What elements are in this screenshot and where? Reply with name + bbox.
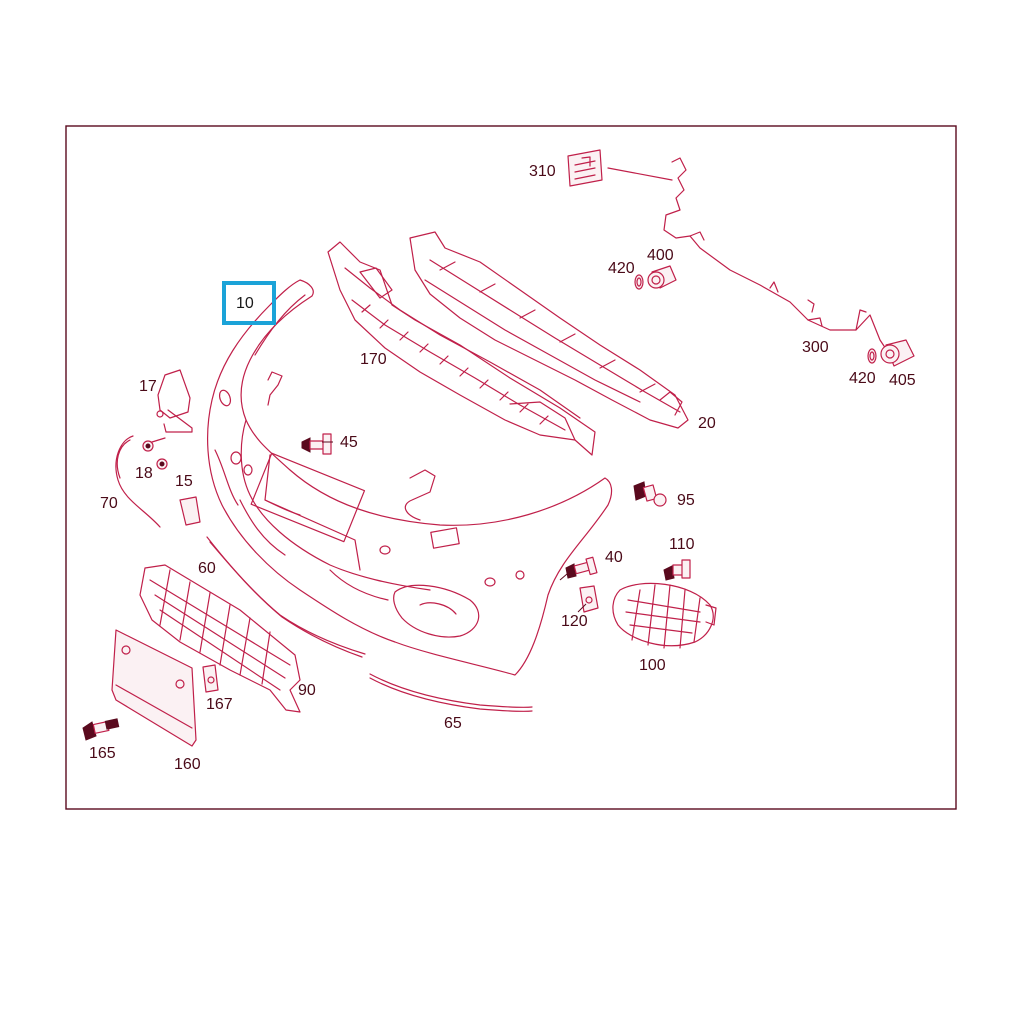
part-45-screw[interactable] (301, 433, 332, 455)
callout-40[interactable]: 40 (605, 549, 623, 566)
callout-10[interactable]: 10 (236, 295, 254, 312)
part-65-strip[interactable] (369, 673, 533, 712)
diagram-frame (65, 125, 957, 810)
part-70-strip[interactable] (115, 435, 161, 528)
part-95-clip[interactable] (633, 481, 667, 507)
callout-310[interactable]: 310 (529, 163, 556, 180)
part-420-ring-right[interactable] (867, 348, 877, 364)
callout-300[interactable]: 300 (802, 339, 829, 356)
callout-45[interactable]: 45 (340, 434, 358, 451)
callout-405[interactable]: 405 (889, 372, 916, 389)
part-300-harness[interactable] (607, 157, 889, 353)
callout-120[interactable]: 120 (561, 613, 588, 630)
callout-70[interactable]: 70 (100, 495, 118, 512)
callout-110[interactable]: 110 (669, 536, 695, 553)
part-167-clip[interactable] (202, 664, 219, 693)
part-165-screw[interactable] (82, 718, 120, 741)
part-170-frame[interactable] (327, 241, 596, 456)
callout-420-left[interactable]: 420 (608, 260, 635, 277)
callout-20[interactable]: 20 (698, 415, 716, 432)
callout-170[interactable]: 170 (360, 351, 387, 368)
part-310-module[interactable] (567, 149, 603, 187)
highlight-box-part-10 (222, 281, 276, 325)
part-160-plate-bracket[interactable] (111, 629, 197, 747)
callout-160[interactable]: 160 (174, 756, 201, 773)
callout-65[interactable]: 65 (444, 715, 462, 732)
callout-167[interactable]: 167 (206, 696, 233, 713)
callout-95[interactable]: 95 (677, 492, 695, 509)
leader-lines (322, 441, 587, 613)
part-400-sensor[interactable] (647, 265, 677, 289)
part-60-strip[interactable] (206, 536, 366, 658)
callout-60[interactable]: 60 (198, 560, 216, 577)
part-90-lower-grille[interactable] (139, 564, 301, 713)
callout-18[interactable]: 18 (135, 465, 153, 482)
part-20-absorber[interactable] (409, 231, 689, 429)
callout-420-right[interactable]: 420 (849, 370, 876, 387)
part-17-bracket[interactable] (156, 369, 193, 433)
part-110-screw[interactable] (663, 559, 691, 581)
part-18-clip[interactable] (142, 437, 168, 470)
callout-90[interactable]: 90 (298, 682, 316, 699)
part-10-bumper-cover[interactable] (207, 279, 613, 676)
part-120-clip-nut[interactable] (579, 585, 599, 613)
callout-17[interactable]: 17 (139, 378, 157, 395)
part-15-cover[interactable] (179, 496, 201, 526)
part-405-sensor[interactable] (880, 339, 915, 367)
callout-400[interactable]: 400 (647, 247, 674, 264)
callout-100[interactable]: 100 (639, 657, 666, 674)
part-420-ring-left[interactable] (634, 274, 644, 290)
callout-165[interactable]: 165 (89, 745, 116, 762)
part-100-side-grille[interactable] (612, 582, 717, 649)
part-40-screw[interactable] (565, 556, 598, 579)
callout-15[interactable]: 15 (175, 473, 193, 490)
